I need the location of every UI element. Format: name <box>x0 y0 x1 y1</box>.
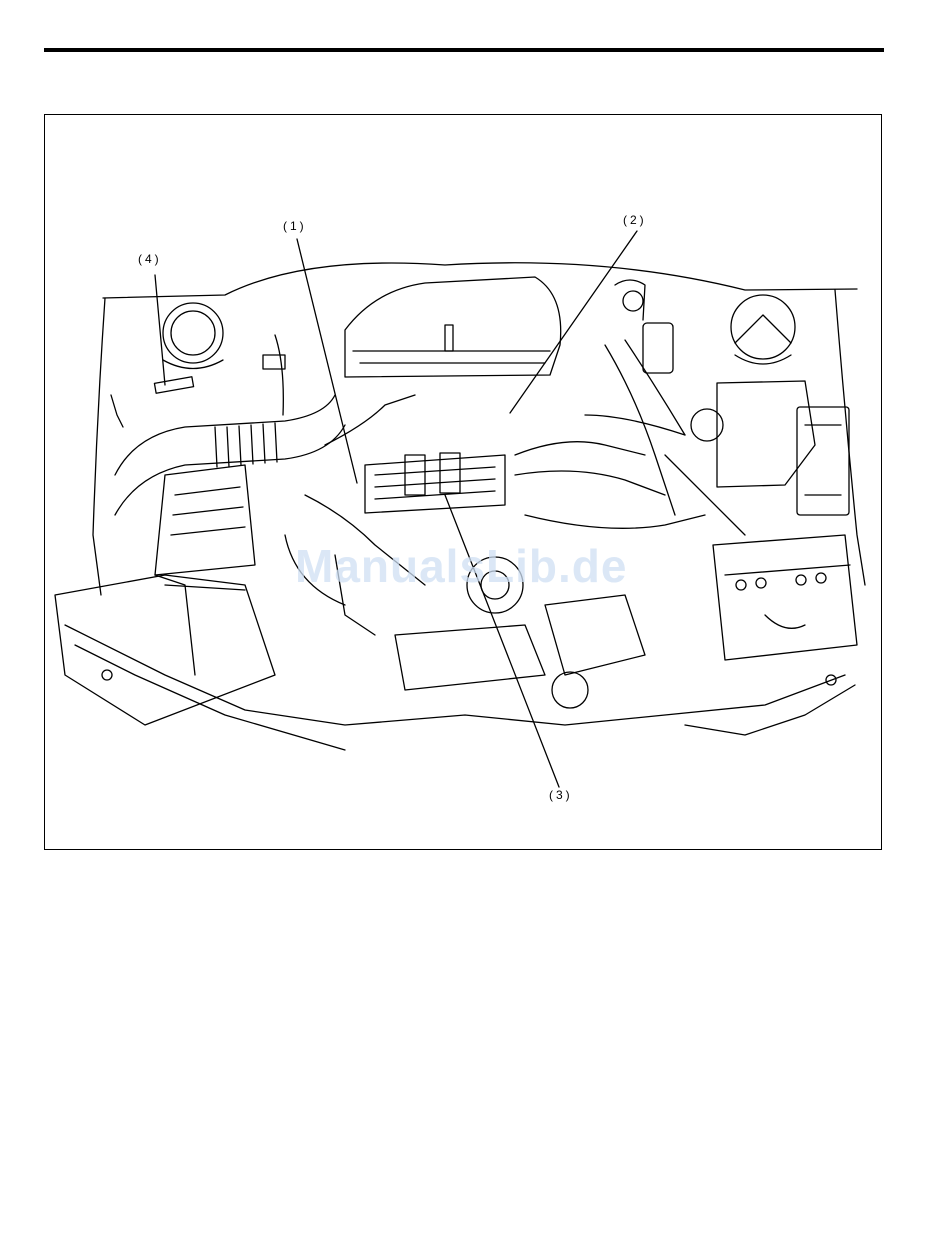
front-panel <box>65 625 845 725</box>
brake-reservoir <box>643 323 673 373</box>
right-strut-cap <box>731 295 795 359</box>
leader-line-2 <box>510 231 637 413</box>
left-strut-cap <box>163 303 223 363</box>
coolant-reservoir <box>717 381 815 487</box>
left-fender <box>93 298 105 595</box>
header-rule <box>44 48 884 52</box>
leader-line-1 <box>297 239 357 483</box>
engine-compartment-figure: (1) (2) (3) (4) ManualsLib.de <box>44 114 882 850</box>
relay-box <box>797 407 849 515</box>
callout-3-label: (3) <box>549 788 573 802</box>
callout-1-label: (1) <box>283 219 307 233</box>
front-intake-tube <box>55 575 275 725</box>
engine-line-drawing <box>45 115 883 851</box>
air-filter-box <box>155 465 255 575</box>
callout-2-label: (2) <box>623 213 647 227</box>
battery <box>713 535 857 660</box>
watermark-logo: ManualsLib.de <box>295 539 627 593</box>
callout-4-label: (4) <box>138 252 162 266</box>
oil-filler-cap <box>552 672 588 708</box>
intake-manifold <box>365 455 505 513</box>
right-fender <box>835 290 865 585</box>
